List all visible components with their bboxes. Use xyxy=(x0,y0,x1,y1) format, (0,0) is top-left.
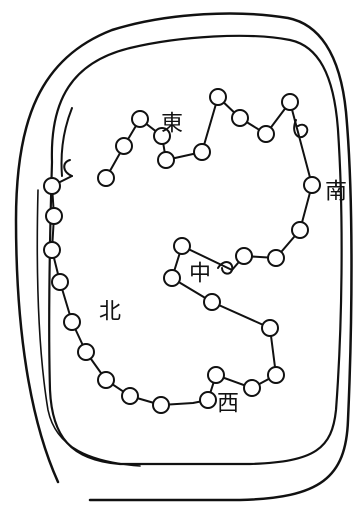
chain-dot xyxy=(46,208,62,224)
chain-dot xyxy=(158,152,174,168)
chain-dot xyxy=(174,238,190,254)
chain-dot xyxy=(98,170,114,186)
outer-stroke-upper-left xyxy=(61,108,72,176)
chain-dot xyxy=(236,248,252,264)
chain-dot xyxy=(116,138,132,154)
chain-dot xyxy=(98,372,114,388)
chain-dot xyxy=(262,320,278,336)
chain-dot xyxy=(194,144,210,160)
chain-dot xyxy=(52,274,68,290)
chain-dot xyxy=(268,250,284,266)
chain-dot xyxy=(258,126,274,142)
label-north: 北 xyxy=(99,300,121,325)
chain-dot xyxy=(210,89,226,105)
chain-dot xyxy=(122,388,138,404)
chain-dot xyxy=(64,314,80,330)
chain-dot xyxy=(208,367,224,383)
chain-dot xyxy=(268,367,284,383)
chain-dot xyxy=(244,380,260,396)
chain-dot xyxy=(44,242,60,258)
chain-dot xyxy=(44,178,60,194)
label-east: 東 xyxy=(161,112,183,137)
chain-dot xyxy=(232,110,248,126)
hook-center xyxy=(218,262,232,274)
chain-dot xyxy=(153,397,169,413)
chain-dot xyxy=(164,270,180,286)
chain-dot xyxy=(304,177,320,193)
outer-border xyxy=(16,14,352,500)
chain-dot xyxy=(200,392,216,408)
label-south: 南 xyxy=(325,180,347,205)
chain-dot xyxy=(78,344,94,360)
label-west: 西 xyxy=(217,392,239,417)
chain-dot xyxy=(132,111,148,127)
chain-dots xyxy=(44,89,320,413)
chain-dot xyxy=(292,222,308,238)
chain-dot xyxy=(204,294,220,310)
hook-upper-left xyxy=(64,160,72,176)
label-center: 中 xyxy=(189,262,211,287)
chain-dot xyxy=(282,94,298,110)
